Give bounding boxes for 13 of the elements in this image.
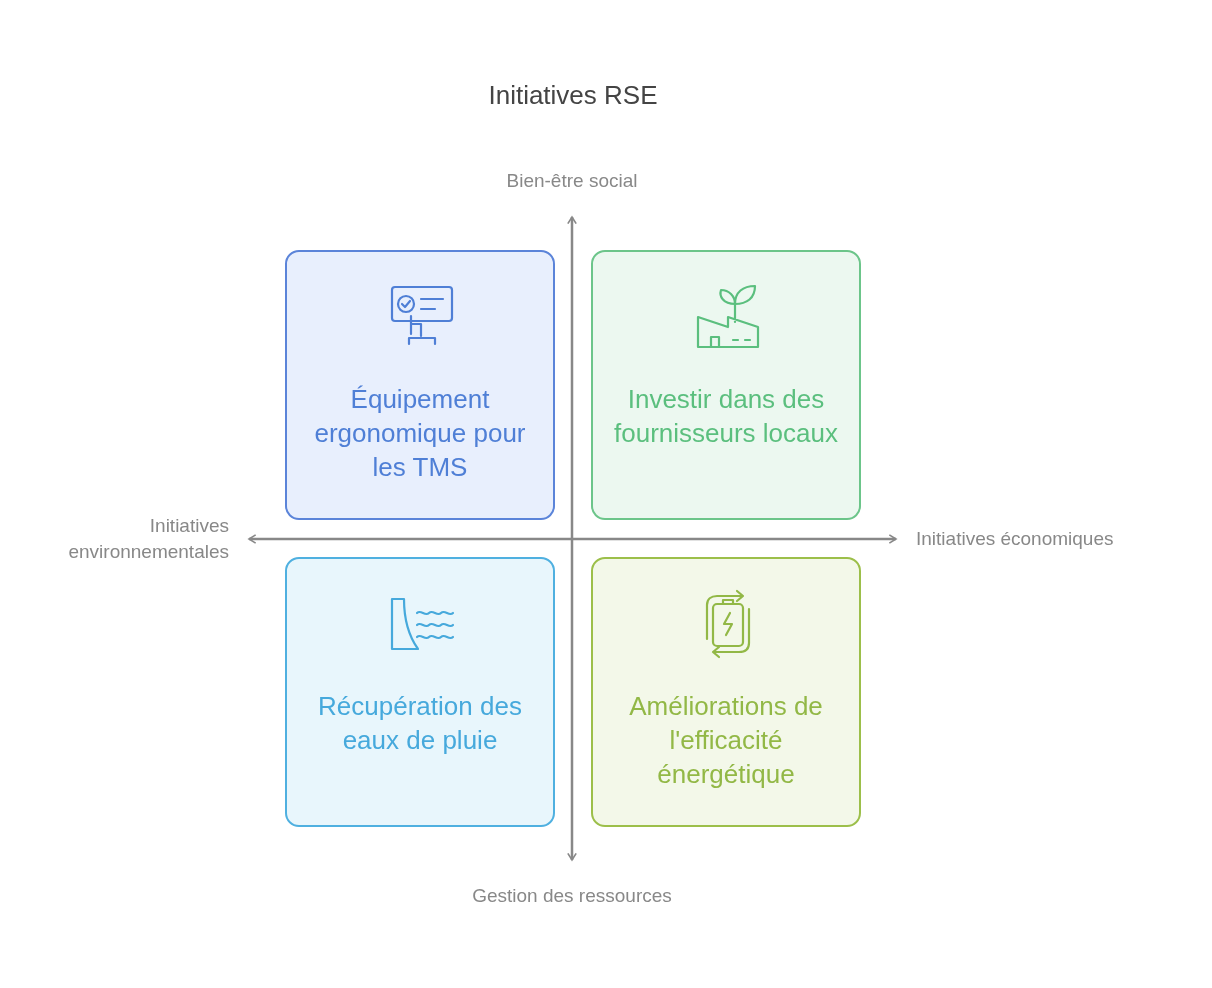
quadrant-card xyxy=(285,557,555,827)
axis-label: Initiatives économiques xyxy=(916,527,1115,551)
quadrant-card xyxy=(591,250,861,520)
axis-label: Gestion des ressources xyxy=(471,884,673,908)
quadrant-card xyxy=(591,557,861,827)
card-title: Équipement ergonomique pour les TMS xyxy=(313,383,527,484)
axis-label: Initiatives environnementales xyxy=(67,514,229,564)
card-title: Investir dans des fournisseurs locaux xyxy=(613,383,839,450)
quadrant-card xyxy=(285,250,555,520)
diagram-title: Initiatives RSE xyxy=(487,80,659,111)
card-title: Améliorations de l'efficacité énergétique xyxy=(628,690,824,791)
card-title: Récupération des eaux de pluie xyxy=(317,690,523,757)
axis-label: Bien-être social xyxy=(505,169,639,193)
